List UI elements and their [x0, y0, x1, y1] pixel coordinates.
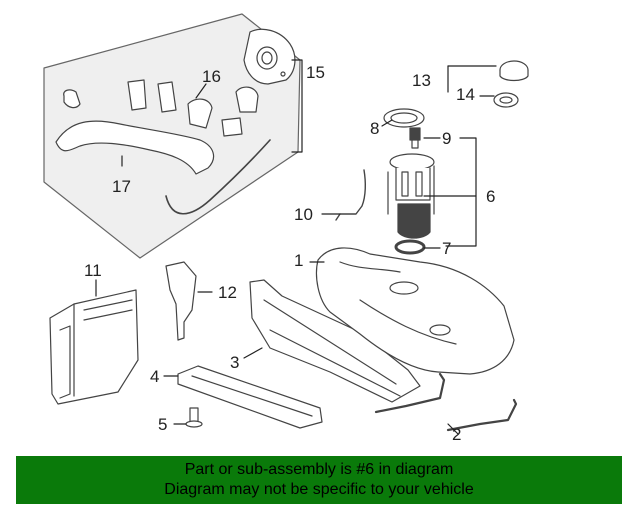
wiring-harness-part: [335, 169, 367, 221]
callout-13: 13: [412, 71, 431, 90]
callout-15: 15: [306, 63, 325, 82]
hose-clamps-part: [63, 79, 259, 137]
fuel-pump-module-part: [387, 153, 435, 239]
callout-6: 6: [486, 187, 495, 206]
callout-8: 8: [370, 119, 379, 138]
callout-9: 9: [442, 129, 451, 148]
callout-12: 12: [218, 283, 237, 302]
leader-lines: [95, 59, 497, 435]
banner-line-2: Diagram may not be specific to your vehi…: [164, 481, 474, 498]
skid-plate-part: [177, 365, 323, 429]
callout-7: 7: [442, 239, 451, 258]
bracket-part: [165, 261, 197, 341]
callout-2: 2: [452, 425, 461, 444]
callout-1: 1: [294, 251, 303, 270]
callout-17: 17: [112, 177, 131, 196]
info-banner: Part or sub-assembly is #6 in diagram Di…: [16, 456, 622, 504]
callout-14: 14: [456, 85, 475, 104]
callout-16: 16: [202, 67, 221, 86]
callout-10: 10: [294, 205, 313, 224]
vent-line-part: [165, 139, 271, 215]
sensor-part: [409, 127, 421, 149]
fuel-tank-shield-part: [249, 279, 421, 403]
callout-11: 11: [84, 261, 102, 280]
parts-diagram: 15 16 17 13 14 8 9 6 10 7 1 11 12 3 4 5 …: [43, 13, 529, 444]
cap-seal-part: [493, 92, 519, 108]
callout-4: 4: [150, 367, 159, 386]
bolt-part: [185, 407, 203, 428]
callout-5: 5: [158, 415, 167, 434]
banner-line-1: Part or sub-assembly is #6 in diagram: [184, 461, 454, 478]
filler-hose-part: [55, 120, 215, 175]
tank-straps-part: [374, 372, 518, 432]
callout-3: 3: [230, 353, 239, 372]
filler-housing-part: [243, 28, 296, 85]
control-module-part: [49, 289, 139, 405]
fuel-tank-part: [315, 247, 515, 375]
fuel-cap-part: [499, 60, 529, 82]
module-seal-part: [394, 239, 426, 255]
lock-ring-part: [383, 108, 425, 128]
